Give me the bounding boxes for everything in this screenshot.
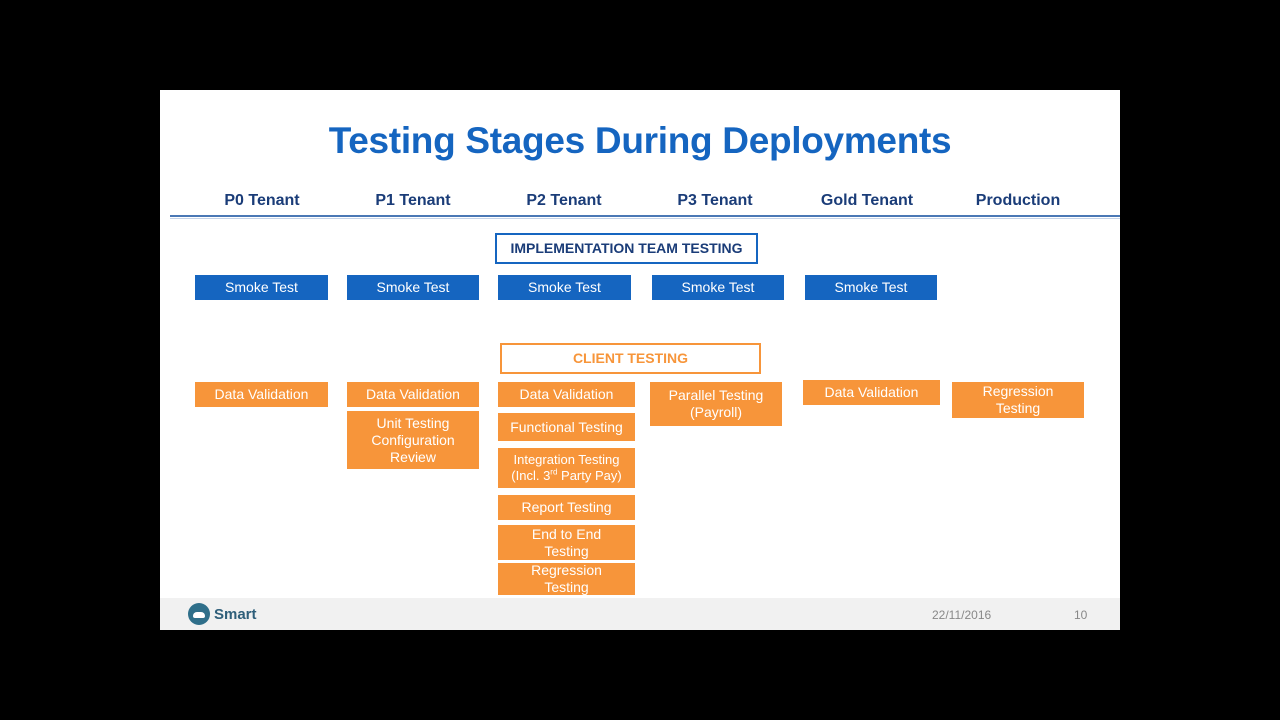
p3-parallel-testing: Parallel Testing (Payroll): [650, 382, 782, 426]
integration-sup: rd: [550, 467, 558, 477]
p1-data-validation: Data Validation: [347, 382, 479, 407]
smoke-test-p1: Smoke Test: [347, 275, 479, 300]
client-testing-band: CLIENT TESTING: [500, 343, 761, 374]
logo-text: Smart: [214, 605, 257, 623]
smoke-test-p0: Smoke Test: [195, 275, 328, 300]
integration-pre: (Incl. 3: [511, 468, 551, 483]
slide-title: Testing Stages During Deployments: [328, 120, 952, 161]
p2-regression-testing: Regression Testing: [498, 562, 635, 595]
slide: Testing Stages During Deployments P0 Ten…: [160, 90, 1120, 630]
page-number: 10: [1074, 608, 1088, 622]
header-divider: [170, 215, 1120, 217]
smart-logo: Smart: [188, 602, 257, 626]
column-header-p3: P3 Tenant: [677, 192, 753, 209]
smoke-test-p3: Smoke Test: [652, 275, 784, 300]
column-header-p2: P2 Tenant: [526, 192, 602, 209]
column-header-p0: P0 Tenant: [224, 192, 300, 209]
footer-date: 22/11/2016: [932, 608, 992, 622]
p2-integration-testing: Integration Testing (Incl. 3rd Party Pay…: [498, 448, 635, 488]
p1-unit-testing-configuration-review: Unit Testing Configuration Review: [347, 411, 479, 469]
gold-data-validation: Data Validation: [803, 380, 940, 405]
p0-data-validation: Data Validation: [195, 382, 328, 407]
integration-line-2: (Incl. 3rd Party Pay): [511, 468, 621, 484]
implementation-team-testing-band: IMPLEMENTATION TEAM TESTING: [495, 233, 758, 264]
column-header-production: Production: [975, 192, 1061, 209]
p2-report-testing: Report Testing: [498, 495, 635, 520]
p2-data-validation: Data Validation: [498, 382, 635, 407]
p2-end-to-end-testing: End to End Testing: [498, 525, 635, 560]
production-regression-testing: Regression Testing: [952, 382, 1084, 418]
integration-post: Party Pay): [557, 468, 622, 483]
slide-footer: Smart 22/11/2016 10: [160, 598, 1120, 630]
header-divider-shadow: [170, 218, 1120, 219]
column-header-p1: P1 Tenant: [375, 192, 451, 209]
p2-functional-testing: Functional Testing: [498, 413, 635, 441]
smoke-test-gold: Smoke Test: [805, 275, 937, 300]
integration-line-1: Integration Testing: [513, 452, 620, 467]
cloud-icon: [188, 603, 210, 625]
smoke-test-p2: Smoke Test: [498, 275, 631, 300]
column-header-gold: Gold Tenant: [820, 192, 914, 209]
